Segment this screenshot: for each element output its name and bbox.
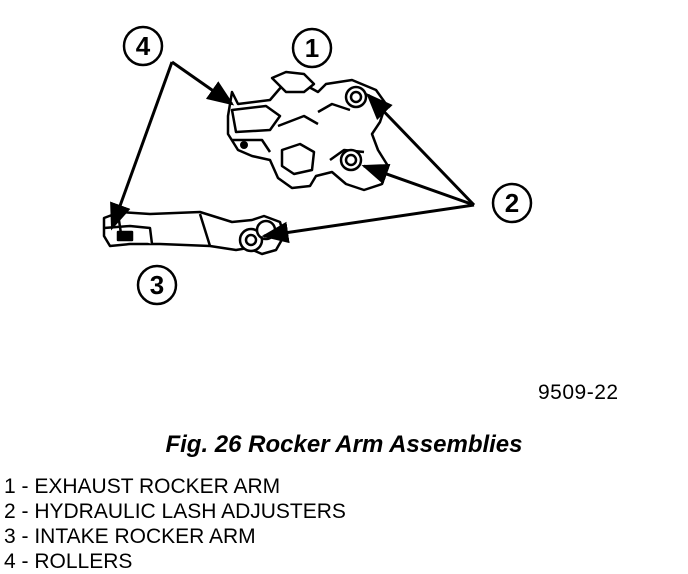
callout-2-number: 2 [505, 188, 519, 218]
callout-1: 1 [291, 27, 333, 69]
callout-4: 4 [122, 25, 164, 67]
figure-caption: Fig. 26 Rocker Arm Assemblies [165, 431, 523, 458]
exhaust-rocker-arm-drawing [226, 70, 390, 192]
callout-1-number: 1 [305, 33, 319, 63]
callout-4-number: 4 [136, 31, 151, 61]
callout-3-number: 3 [150, 270, 164, 300]
rocker-arm-illustration: 4 1 2 3 [102, 25, 533, 306]
legend-item: 3 - INTAKE ROCKER ARM [4, 525, 256, 548]
legend-item: 4 - ROLLERS [4, 550, 133, 573]
legend-item: 1 - EXHAUST ROCKER ARM [4, 475, 281, 498]
legend-item: 2 - HYDRAULIC LASH ADJUSTERS [4, 500, 346, 523]
leader-lines [110, 60, 476, 244]
callout-3: 3 [136, 264, 178, 306]
legend-list: 1 - EXHAUST ROCKER ARM 2 - HYDRAULIC LAS… [4, 474, 346, 574]
figure-id: 9509-22 [538, 381, 619, 404]
intake-rocker-arm-drawing [102, 210, 286, 256]
callout-2: 2 [491, 182, 533, 224]
